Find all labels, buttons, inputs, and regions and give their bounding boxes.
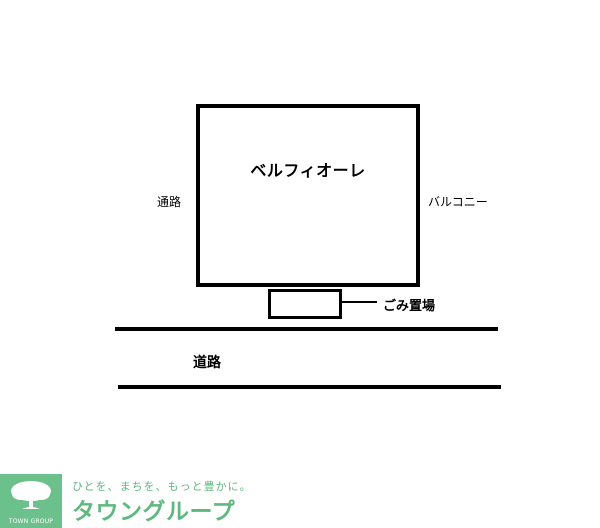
road-label: 道路: [193, 355, 221, 371]
garbage-area-box: [268, 289, 342, 319]
building-outline: [196, 104, 420, 287]
logo-small-text: TOWN GROUP: [8, 518, 54, 525]
brand-name: タウングループ: [72, 499, 236, 525]
garbage-area-label: ごみ置場: [383, 299, 436, 314]
tree-icon: [11, 481, 51, 509]
corridor-label: 通路: [157, 195, 182, 209]
building-name: ベルフィオーレ: [250, 161, 366, 180]
garbage-leader-line: [339, 301, 377, 303]
road-edge-top: [115, 327, 498, 331]
road-edge-bottom: [118, 385, 501, 389]
town-group-logo: TOWN GROUP: [0, 474, 62, 528]
brand-tagline: ひとを、まちを、もっと豊かに。: [72, 480, 252, 493]
balcony-label: バルコニー: [428, 195, 488, 209]
